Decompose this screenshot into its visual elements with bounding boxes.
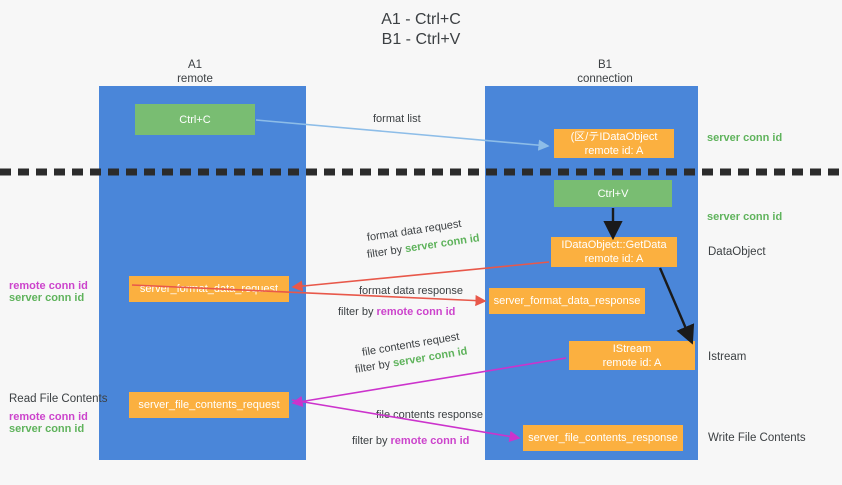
- right-label-write-file-contents: Write File Contents: [708, 432, 806, 444]
- edge-label-format-data-response: format data response: [359, 285, 463, 297]
- right-label-dataobject: DataObject: [708, 246, 766, 258]
- box-idataobject-getdata[interactable]: IDataObject::GetData remote id: A: [551, 237, 677, 267]
- left-label-server-conn-id-2: server conn id: [9, 423, 85, 435]
- right-label-server-conn-id-second: server conn id: [707, 211, 783, 223]
- right-label-istream: Istream: [708, 351, 747, 363]
- column-header-a1: A1 remote: [177, 59, 213, 85]
- box-ctrl-v[interactable]: Ctrl+V: [554, 180, 672, 207]
- box-server-file-contents-response[interactable]: server_file_contents_response: [523, 425, 683, 451]
- diagram-title: A1 - Ctrl+C B1 - Ctrl+V: [381, 11, 461, 48]
- filter-prefix: filter by: [338, 306, 377, 318]
- filter-value-remote-conn-id: remote conn id: [390, 435, 470, 447]
- box-istream[interactable]: IStream remote id: A: [569, 341, 695, 370]
- box-server-format-data-response[interactable]: server_format_data_response: [489, 288, 645, 314]
- column-header-b1: B1 connection: [577, 59, 633, 85]
- box-server-format-data-request[interactable]: server_format_data_request: [129, 276, 289, 302]
- edge-label-file-contents-response-filter: filter by remote conn id: [352, 434, 469, 448]
- edge-label-format-data-response-filter: filter by remote conn id: [338, 305, 455, 319]
- filter-value-remote-conn-id: remote conn id: [376, 306, 456, 318]
- filter-prefix: filter by: [366, 243, 407, 261]
- right-label-server-conn-id-top: server conn id: [707, 132, 783, 144]
- box-ctrl-c[interactable]: Ctrl+C: [135, 104, 255, 135]
- left-label-remote-conn-id-2: remote conn id: [9, 411, 88, 423]
- box-ole-idataobject[interactable]: (区/テIDataObject remote id: A: [554, 129, 674, 158]
- edge-label-file-contents-response: file contents response: [376, 409, 484, 421]
- left-label-read-file-contents: Read File Contents: [9, 393, 108, 405]
- box-server-file-contents-request[interactable]: server_file_contents_request: [129, 392, 289, 418]
- filter-prefix: filter by: [352, 435, 391, 447]
- left-label-server-conn-id-1: server conn id: [9, 292, 85, 304]
- edge-label-format-list: format list: [373, 113, 421, 125]
- filter-prefix: filter by: [354, 357, 395, 376]
- left-label-remote-conn-id-1: remote conn id: [9, 280, 88, 292]
